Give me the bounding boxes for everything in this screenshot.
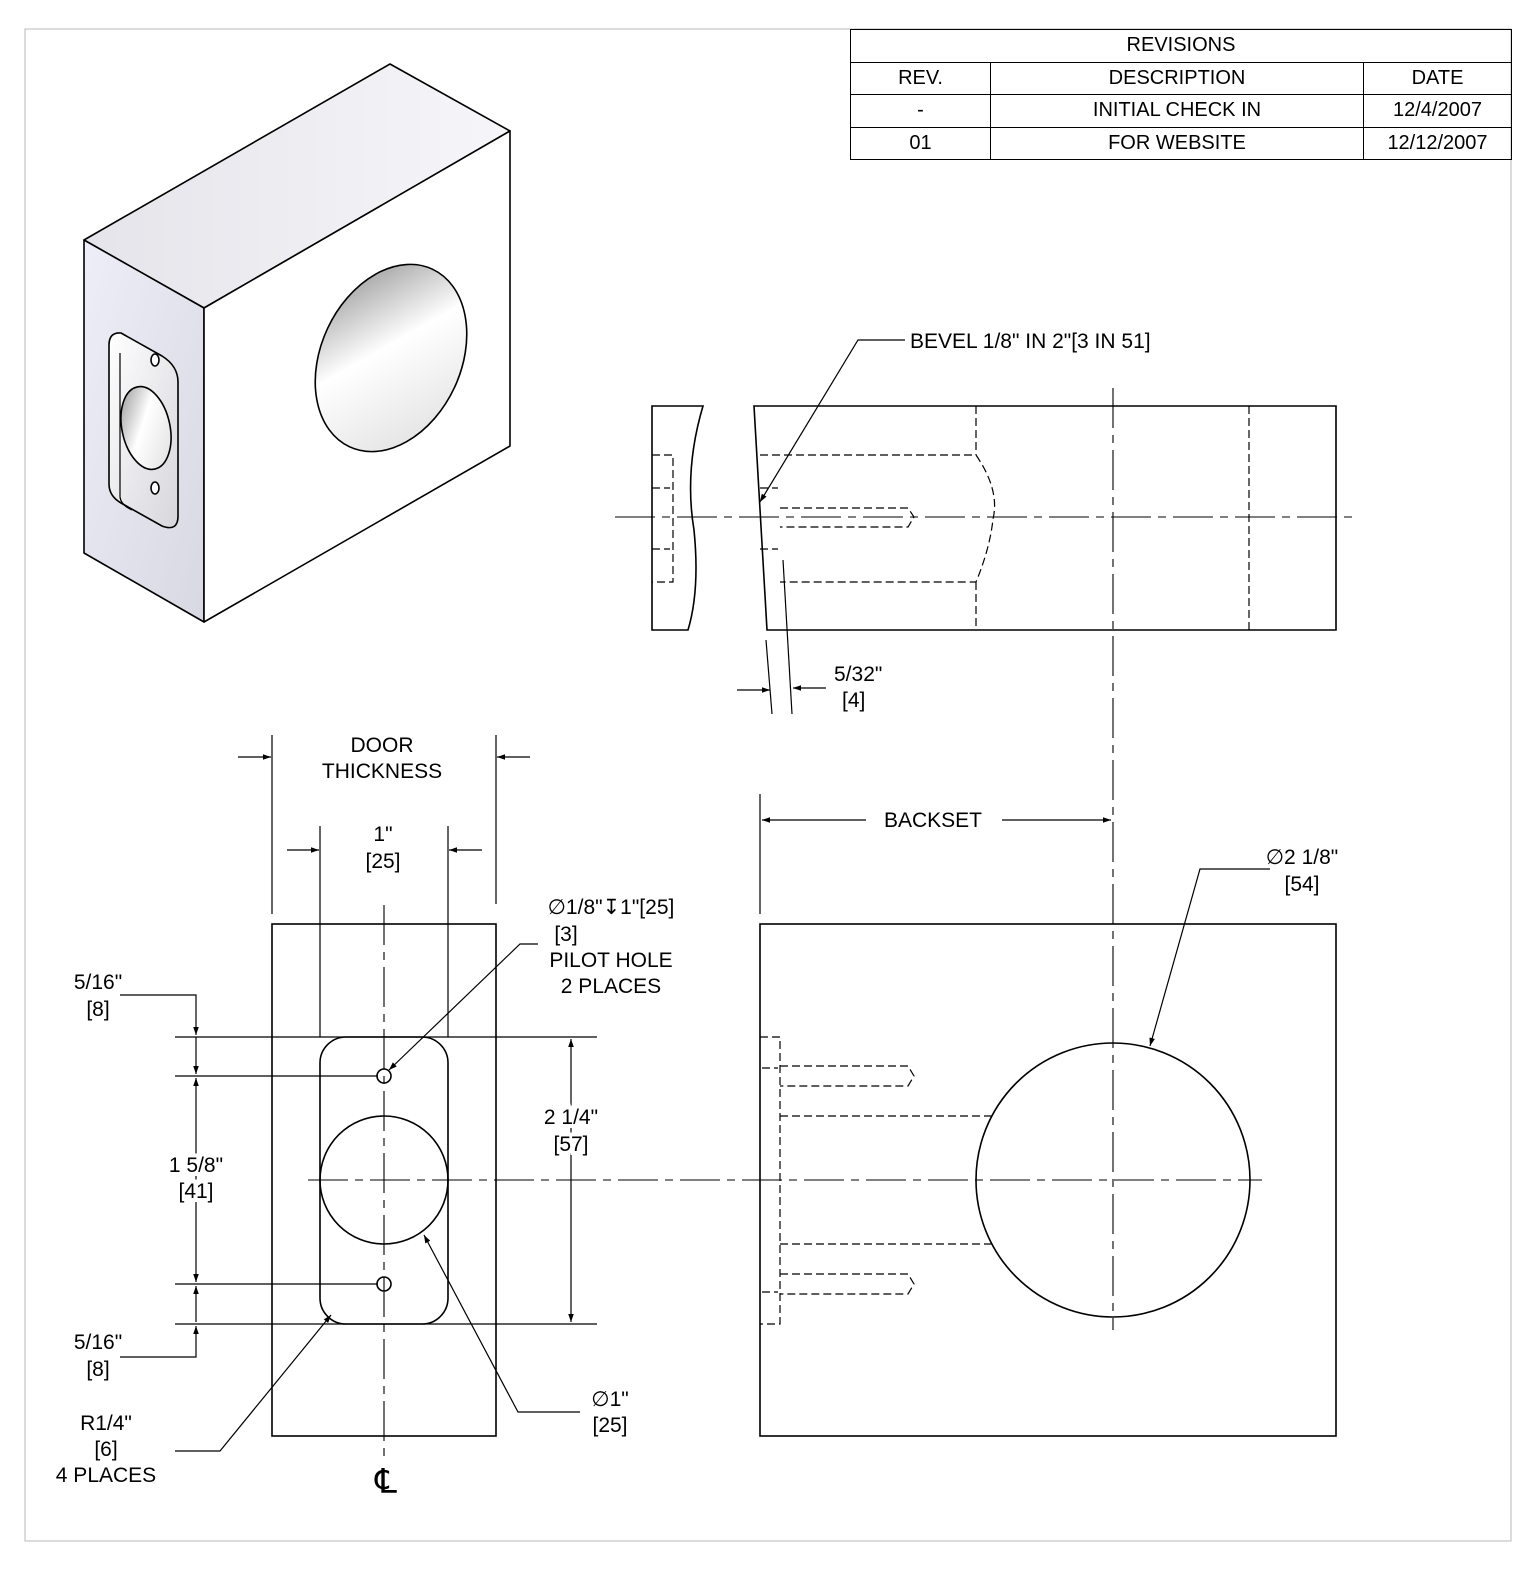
width-label: 1" — [373, 823, 392, 846]
revision-cell: FOR WEBSITE — [990, 126, 1364, 160]
face-bore-circle — [975, 1042, 1251, 1318]
centerline-symbol: ℄ — [374, 1463, 397, 1501]
edge-centerlines — [308, 905, 1262, 1460]
revisions-header-rev: REV. — [850, 61, 991, 95]
hole-spacing-label: 1 5/8" — [169, 1154, 223, 1177]
edge-bore-dia-label: ∅1" — [591, 1388, 628, 1411]
door-thickness-label-1: DOOR — [351, 734, 414, 757]
pilot-hole-label-3: PILOT HOLE — [549, 949, 672, 972]
bevel-offset-label: 5/32" — [834, 663, 882, 686]
iso-faceplate-inner — [119, 353, 133, 511]
section-hidden-lines — [652, 406, 1250, 630]
iso-pilot-hole-top — [150, 353, 160, 367]
bore-dia-mm-label: [54] — [1284, 873, 1319, 896]
face-hidden-lines — [760, 1036, 992, 1325]
bore-dia-label: ∅2 1/8" — [1266, 846, 1338, 869]
edge-bore-dia-mm-label: [25] — [592, 1414, 627, 1437]
face-view — [759, 923, 1337, 1437]
section-centerlines — [615, 388, 1352, 1330]
revision-cell: 12/4/2007 — [1363, 94, 1512, 128]
bottom-offset-mm-label: [8] — [86, 1358, 109, 1381]
bottom-offset-label: 5/16" — [74, 1331, 122, 1354]
sheet-border — [24, 28, 1512, 1542]
face-door-outline — [759, 923, 1337, 1437]
plate-height-label: 2 1/4" — [544, 1106, 598, 1129]
pilot-hole-label-4: 2 PLACES — [561, 975, 661, 998]
bore-dia-leader — [1149, 868, 1270, 1047]
bevel-label: BEVEL 1/8" IN 2"[3 IN 51] — [910, 330, 1151, 353]
revision-cell: - — [850, 94, 991, 128]
edge-bore-leader — [423, 1234, 580, 1413]
pilot-hole-label-1: ∅1/8"↧1"[25] — [548, 896, 675, 919]
plate-height-mm-label: [57] — [553, 1133, 588, 1156]
top-offset-mm-label: [8] — [86, 998, 109, 1021]
table-row: 01 FOR WEBSITE 12/12/2007 — [850, 126, 1512, 160]
revision-cell: INITIAL CHECK IN — [990, 94, 1364, 128]
vertical-dims-left — [120, 994, 597, 1358]
radius-leader — [175, 1314, 332, 1452]
table-row: - INITIAL CHECK IN 12/4/2007 — [850, 94, 1512, 128]
iso-bore-hole — [314, 263, 468, 453]
bevel-offset-dim — [737, 559, 826, 715]
iso-pilot-hole-bottom — [150, 481, 160, 495]
backset-label: BACKSET — [884, 809, 982, 832]
revisions-table: REVISIONS REV. DESCRIPTION DATE - INITIA… — [850, 29, 1512, 160]
radius-label-1: R1/4" — [80, 1412, 132, 1435]
section-door-edge — [651, 405, 705, 631]
top-offset-label: 5/16" — [74, 971, 122, 994]
bevel-offset-mm-label: [4] — [842, 689, 865, 712]
revision-cell: 12/12/2007 — [1363, 126, 1512, 160]
revisions-header-date: DATE — [1363, 61, 1512, 95]
pilot-hole-label-2: [3] — [554, 923, 577, 946]
bevel-leader — [759, 339, 905, 503]
revisions-title: REVISIONS — [850, 29, 1512, 63]
radius-label-2: [6] — [94, 1438, 117, 1461]
backset-dim — [759, 794, 1111, 914]
door-thickness-dim — [238, 735, 530, 1037]
pilot-hole-leader — [388, 943, 538, 1071]
isometric-view — [83, 63, 511, 623]
revision-cell: 01 — [850, 126, 991, 160]
section-block — [753, 405, 1337, 631]
radius-label-3: 4 PLACES — [56, 1464, 156, 1487]
revisions-header-description: DESCRIPTION — [990, 61, 1364, 95]
width-mm-label: [25] — [365, 850, 400, 873]
section-view — [651, 405, 1337, 631]
door-thickness-label-2: THICKNESS — [322, 760, 442, 783]
hole-spacing-mm-label: [41] — [178, 1180, 213, 1203]
iso-edge-bore — [120, 385, 172, 471]
